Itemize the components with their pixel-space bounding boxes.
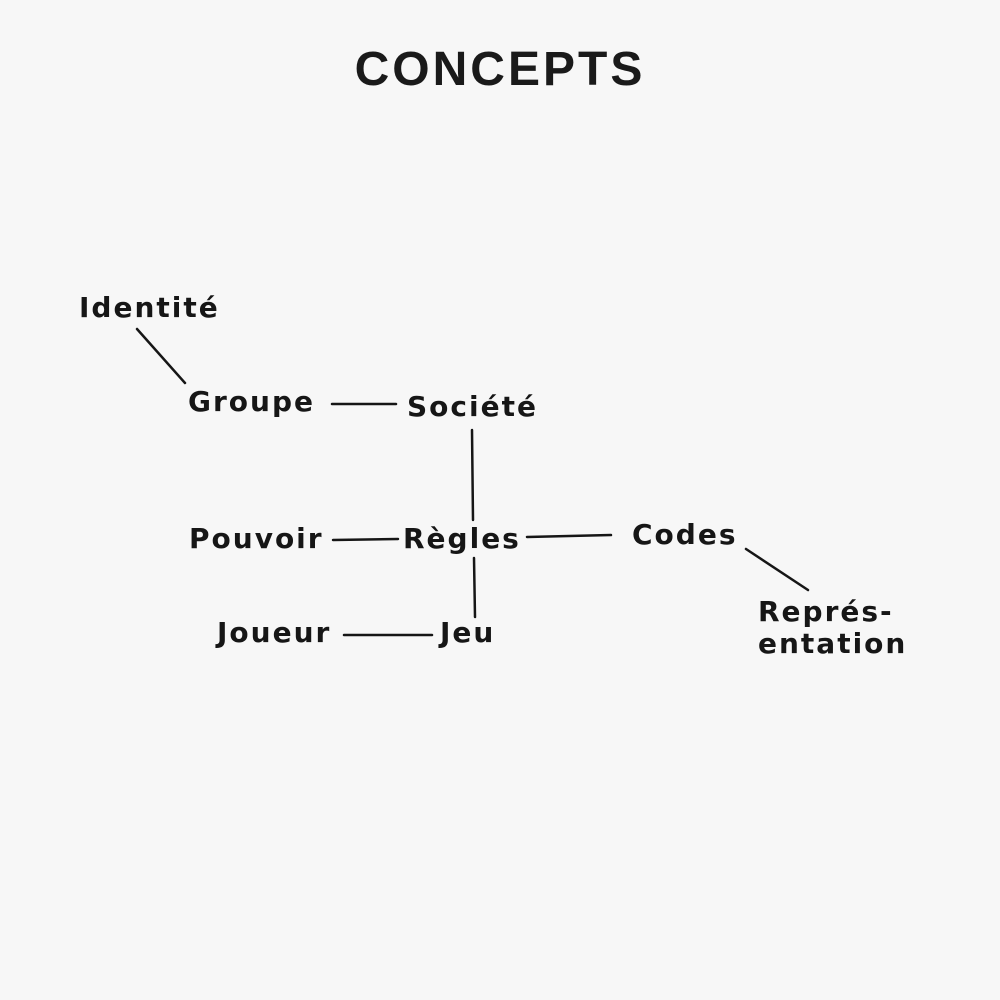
node-representation-line2: entation bbox=[758, 627, 907, 660]
edge-pouvoir-regles bbox=[331, 537, 400, 542]
node-regles: Règles bbox=[403, 522, 521, 555]
node-representation-line1: Représ- bbox=[758, 595, 894, 628]
node-pouvoir: Pouvoir bbox=[189, 522, 324, 555]
page-title: CONCEPTS bbox=[354, 43, 646, 96]
edge-codes-representation bbox=[744, 547, 810, 592]
node-societe: Société bbox=[407, 390, 538, 423]
node-joueur: Joueur bbox=[215, 616, 331, 649]
node-jeu: Jeu bbox=[438, 616, 495, 649]
edge-identite-groupe bbox=[135, 327, 187, 385]
edge-societe-regles bbox=[470, 428, 475, 522]
edge-regles-jeu bbox=[472, 556, 477, 619]
node-identite: Identité bbox=[79, 291, 220, 324]
edge-regles-codes bbox=[525, 533, 613, 539]
node-codes: Codes bbox=[632, 518, 737, 551]
node-groupe: Groupe bbox=[188, 385, 315, 418]
